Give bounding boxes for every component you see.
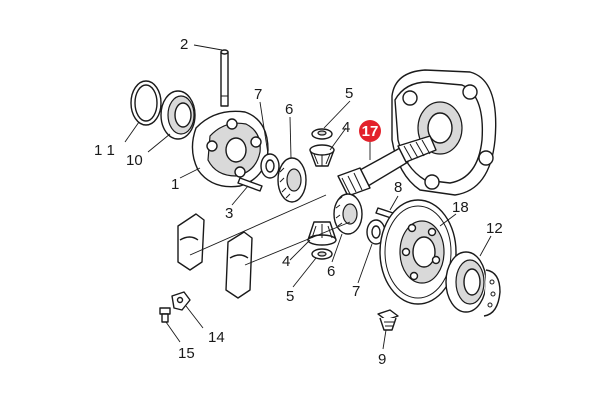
callout-4-lower: 4 (282, 253, 290, 270)
callout-10: 10 (126, 152, 143, 169)
drive-pinion-shaft (337, 135, 437, 197)
callout-7-lower: 7 (352, 283, 360, 300)
bearing-cap-left (177, 213, 205, 271)
side-gear-upper (277, 157, 307, 203)
lock-plate (171, 291, 191, 311)
callout-4-upper: 4 (342, 119, 350, 136)
callout-5-lower: 5 (286, 288, 294, 305)
callout-14: 14 (208, 329, 225, 346)
pinion-washer-upper (311, 128, 333, 140)
side-gear-lower (333, 193, 363, 235)
callout-6-upper: 6 (285, 101, 293, 118)
callout-6-lower: 6 (327, 263, 335, 280)
thrust-washer-upper (260, 153, 280, 179)
leader-lines (124, 44, 492, 350)
screw (159, 307, 171, 323)
highlight-marker (359, 120, 381, 142)
callout-3: 3 (225, 205, 233, 222)
callout-labels: 2 5 7 6 4 1 1 10 1 3 8 18 12 4 6 7 5 14 … (94, 36, 503, 368)
bearing (160, 90, 196, 140)
pin (220, 49, 229, 107)
callout-15: 15 (178, 345, 195, 362)
callout-12: 12 (486, 220, 503, 237)
callout-7-upper: 7 (254, 86, 262, 103)
pinion-gear-lower (307, 221, 337, 246)
pinion-gear-upper (309, 144, 335, 167)
bolt (377, 309, 399, 331)
ring-gear (379, 199, 457, 305)
pinion-washer-lower (311, 248, 333, 260)
highlight-callout-17[interactable]: 17 (359, 120, 381, 142)
callout-5-upper: 5 (345, 85, 353, 102)
callout-8: 8 (394, 179, 402, 196)
callout-9: 9 (378, 351, 386, 368)
callout-11: 1 1 (94, 142, 115, 159)
bearing-right (445, 251, 501, 317)
callout-2: 2 (180, 36, 188, 53)
small-pin (237, 177, 263, 192)
snap-ring (130, 80, 162, 126)
callout-18: 18 (452, 199, 469, 216)
bearing-cap-right (225, 231, 253, 299)
thrust-washer-lower (366, 219, 386, 245)
housing-flange (391, 69, 497, 196)
differential-carrier (191, 110, 269, 188)
callout-1: 1 (171, 176, 179, 193)
callout-17: 17 (362, 123, 379, 140)
